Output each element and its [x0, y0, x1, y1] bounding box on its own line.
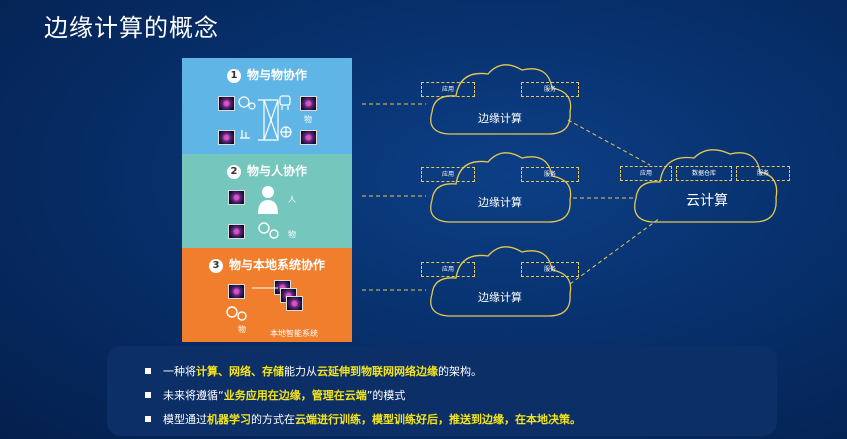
plain-text: 能力从 [284, 365, 317, 378]
service-box: 服务 [736, 166, 790, 181]
panel-title-text: 物与本地系统协作 [228, 258, 325, 272]
main-cloud-shape [634, 149, 778, 223]
plain-text: 未来将遵循“ [163, 389, 224, 402]
app-box: 应用 [421, 167, 475, 182]
edge-cloud-shape [430, 246, 572, 317]
person-label: 人 [288, 195, 296, 204]
plain-text: 的方式在 [251, 413, 295, 426]
bullet-item: 未来将遵循“业务应用在边缘，管理在云端”的模式 [145, 387, 405, 403]
device-thumbnail [300, 130, 317, 145]
edge-cloud-label: 边缘计算 [478, 291, 522, 304]
network-icon [238, 95, 292, 141]
highlight-text: 机器学习 [207, 413, 251, 426]
thing-label: 物 [238, 325, 246, 334]
cloud-link-3 [569, 217, 661, 285]
device-thumbnail [228, 190, 245, 205]
plain-text: 一种将 [163, 365, 196, 378]
panel-title: 1 物与物协作 [182, 66, 352, 83]
bullet-text: 一种将计算、网络、存储能力从云延伸到物联网网络边缘的架构。 [163, 365, 482, 378]
service-box: 服务 [521, 262, 579, 277]
highlight-text: 业务应用在边缘，管理在云端 [223, 389, 367, 402]
app-box: 应用 [421, 82, 475, 97]
system-label: 本地智能系统 [270, 329, 318, 338]
device-thumbnail [228, 224, 245, 239]
panel-thing-to-person: 2 物与人协作 人 物 [182, 154, 352, 248]
cloud-label: 云计算 [686, 193, 728, 209]
service-box: 服务 [521, 167, 579, 182]
device-thumbnail [218, 130, 235, 145]
panel-thing-to-local-system: 3 物与本地系统协作 物 本地智能系统 [182, 248, 352, 342]
device-thumbnail [228, 284, 245, 299]
panel-title: 3 物与本地系统协作 [182, 256, 352, 273]
edge-cloud-label: 边缘计算 [478, 112, 522, 125]
person-gear-icon [258, 186, 279, 239]
plain-text: ”的模式 [366, 389, 406, 402]
bullet-item: 一种将计算、网络、存储能力从云延伸到物联网网络边缘的架构。 [145, 363, 482, 379]
bullet-square-icon [145, 392, 151, 398]
highlight-text: 计算、网络、存储 [196, 365, 284, 378]
app-box: 应用 [421, 262, 475, 277]
panel-title: 2 物与人协作 [182, 162, 352, 179]
step-number: 1 [226, 69, 241, 83]
edge-cloud-label: 边缘计算 [478, 196, 522, 209]
app-box: 应用 [620, 166, 672, 181]
plain-text: 模型通过 [163, 413, 207, 426]
highlight-text: 云延伸到物联网网络边缘 [317, 365, 438, 378]
info-box: 一种将计算、网络、存储能力从云延伸到物联网网络边缘的架构。 未来将遵循“业务应用… [107, 346, 777, 436]
edge-cloud-shape [430, 152, 572, 223]
device-thumbnail [300, 96, 317, 111]
bullet-text: 模型通过机器学习的方式在云端进行训练，模型训练好后，推送到边缘，在本地决策。 [163, 413, 581, 426]
connector-line [252, 287, 278, 289]
bullet-item: 模型通过机器学习的方式在云端进行训练，模型训练好后，推送到边缘，在本地决策。 [145, 411, 581, 427]
step-number: 3 [208, 259, 223, 273]
panel-title-text: 物与人协作 [246, 164, 307, 178]
highlight-text: 云端进行训练，模型训练好后，推送到边缘，在本地决策。 [295, 413, 581, 426]
device-thumbnail [286, 296, 303, 311]
panel-title-text: 物与物协作 [246, 68, 307, 82]
device-thumbnail [218, 96, 235, 111]
step-number: 2 [226, 165, 241, 179]
thing-label: 物 [288, 230, 296, 239]
data-warehouse-box: 数据仓库 [676, 166, 732, 181]
bullet-square-icon [145, 416, 151, 422]
page-title: 边缘计算的概念 [44, 14, 219, 42]
gear-icon [226, 306, 247, 321]
plain-text: 的架构。 [438, 365, 482, 378]
thing-label: 物 [304, 115, 312, 124]
edge-cloud-shape [430, 64, 572, 135]
bullet-square-icon [145, 368, 151, 374]
bullet-text: 未来将遵循“业务应用在边缘，管理在云端”的模式 [163, 389, 405, 402]
panel-thing-to-thing: 1 物与物协作 物 [182, 58, 352, 154]
cloud-link-1 [567, 119, 651, 166]
service-box: 服务 [521, 82, 579, 97]
